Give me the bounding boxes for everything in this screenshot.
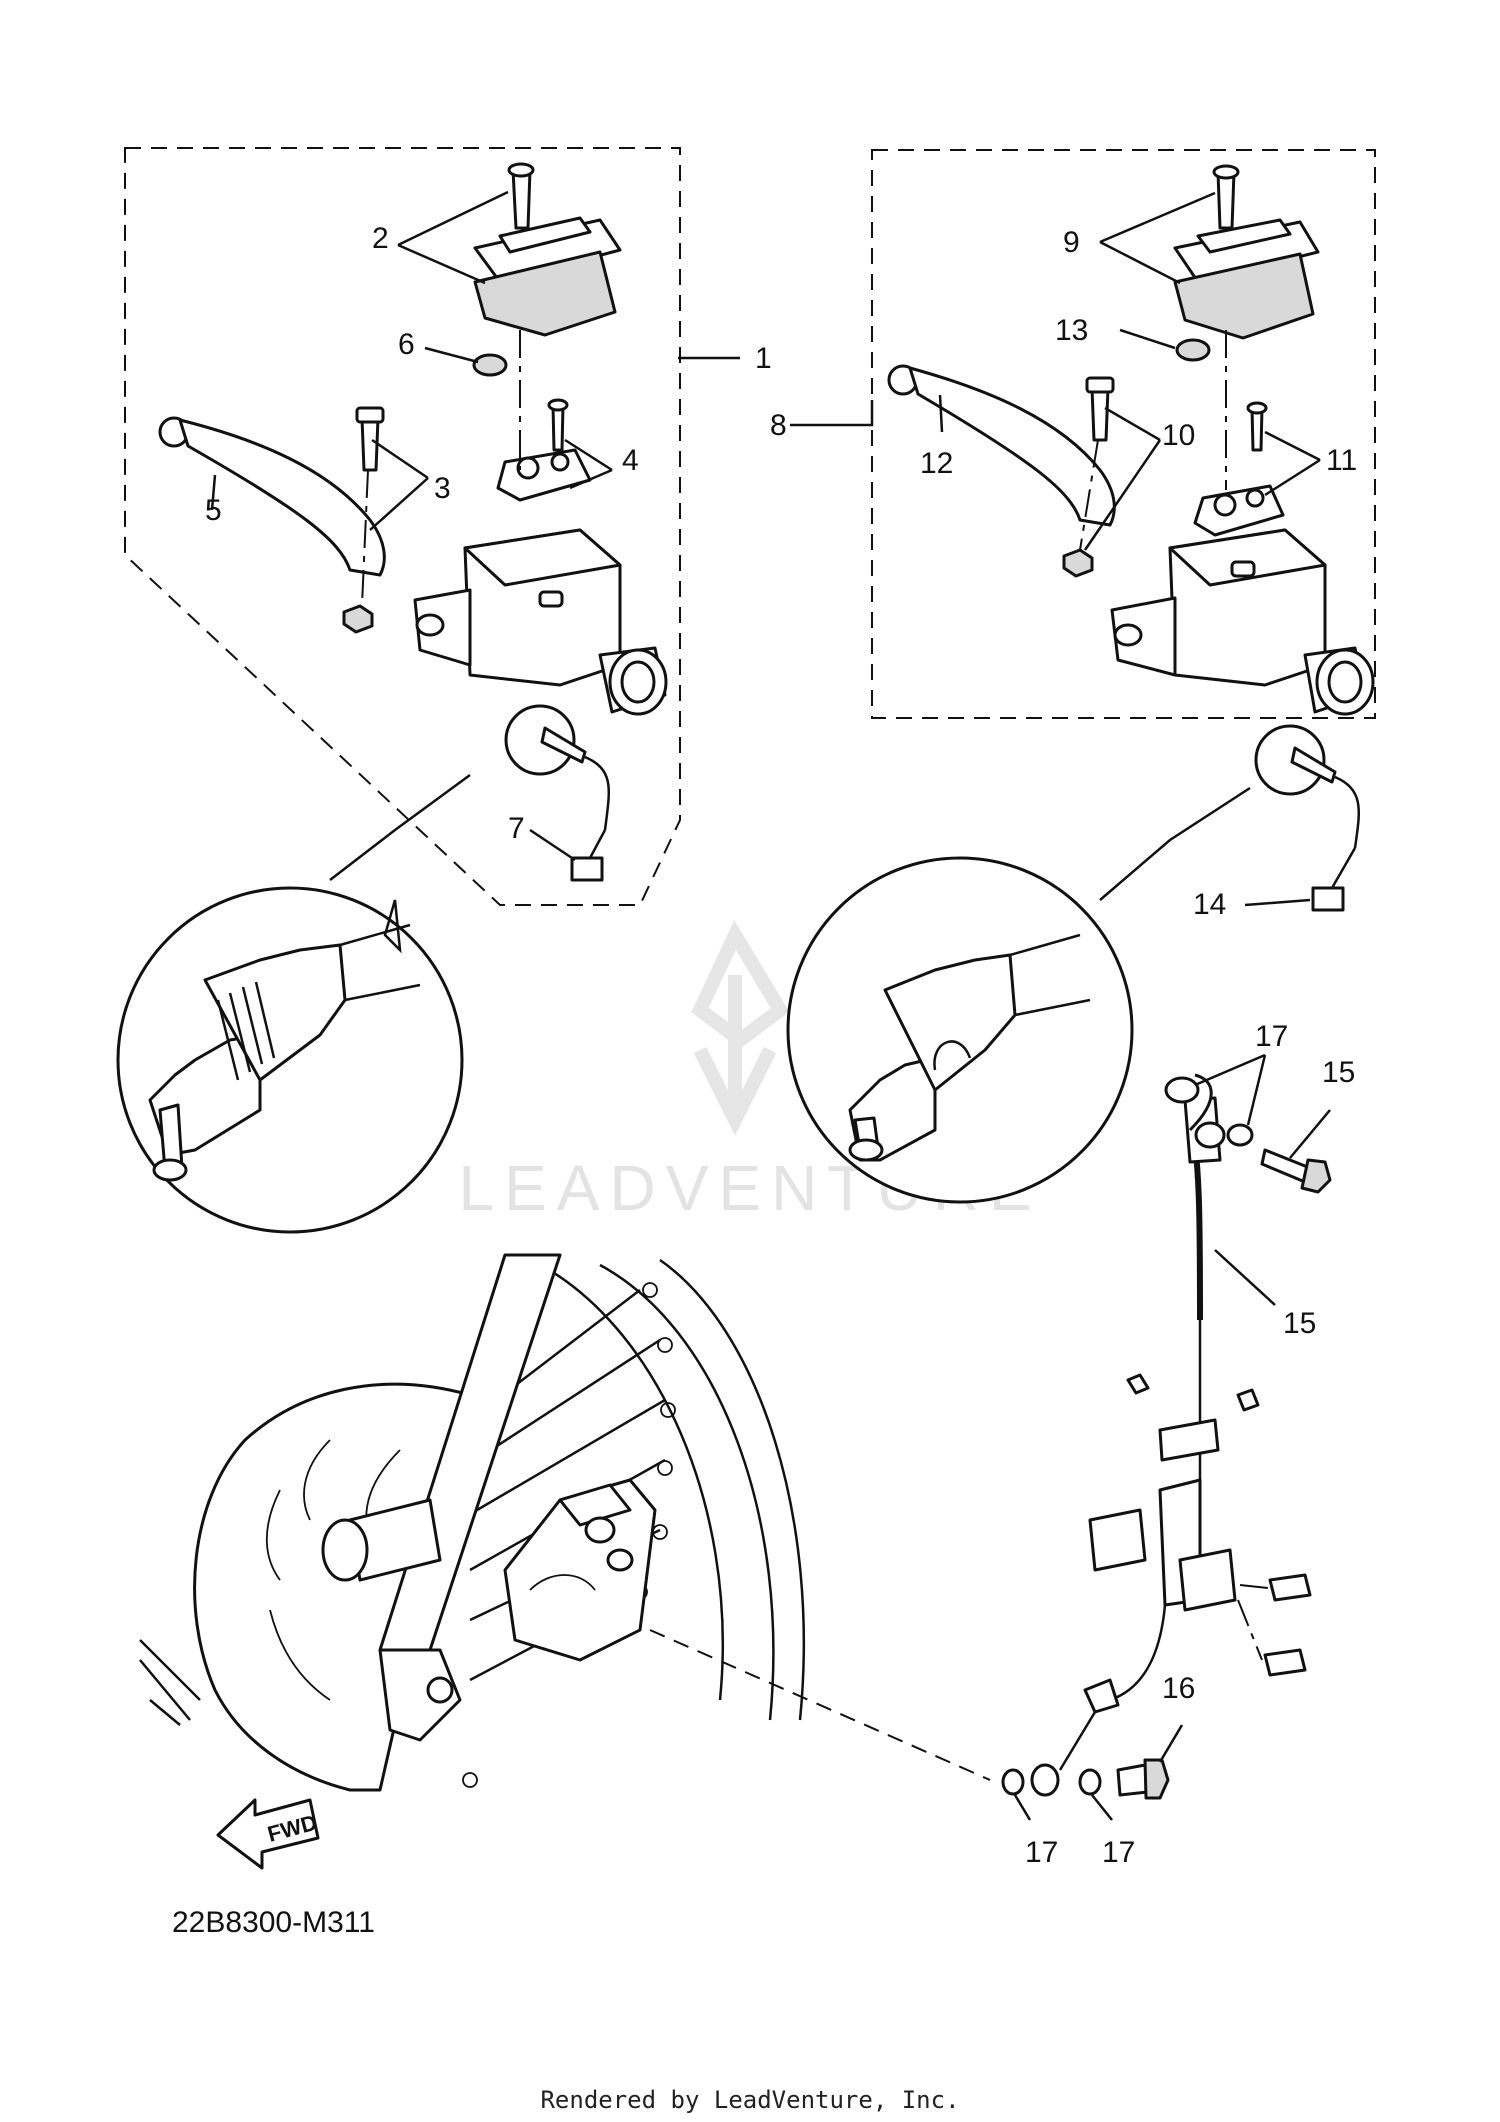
left-cap-screw: [507, 162, 535, 230]
right-assembly-boundary: [871, 149, 1376, 719]
left-reservoir-cap: [473, 216, 622, 337]
left-zoom-detail: [116, 886, 464, 1234]
callout-11: 11: [1326, 444, 1357, 477]
left-zoom-pointer: [329, 773, 471, 881]
callout-17-bottom-left: 17: [1025, 1836, 1058, 1869]
hose-clamp-brackets: [1088, 1508, 1312, 1677]
callout-10: 10: [1162, 419, 1195, 452]
callout-9: 9: [1063, 226, 1080, 259]
right-master-cylinder-body: [1110, 528, 1375, 716]
left-bolt-alignment: [361, 469, 369, 606]
fwd-arrow: FWD: [216, 1798, 320, 1870]
hose-upper-banjo: [1164, 1076, 1254, 1149]
callout-15: 15: [1283, 1307, 1316, 1340]
leader-lines: [210, 190, 1331, 1821]
callout-5: 5: [205, 494, 222, 527]
hose-clamp-bolts: [1126, 1373, 1260, 1412]
callout-6: 6: [398, 328, 415, 361]
left-master-cylinder-body: [413, 528, 668, 716]
left-brake-lever: [158, 416, 386, 577]
callout-7: 7: [508, 812, 525, 845]
callout-16-bottom: 16: [1162, 1672, 1195, 1705]
right-lever-nut: [1062, 548, 1094, 578]
left-lever-nut: [342, 604, 374, 634]
callout-2: 2: [372, 222, 389, 255]
lower-washers: [1001, 1768, 1102, 1796]
upper-banjo-bolt: [1260, 1148, 1332, 1194]
lower-banjo-bolt: [1116, 1758, 1170, 1800]
callout-13: 13: [1055, 314, 1088, 347]
fork-leg: [321, 1253, 562, 1742]
right-bolt-alignment: [1079, 439, 1099, 551]
footer-credit: Rendered by LeadVenture, Inc.: [540, 2086, 959, 2114]
right-zoom-detail: [786, 856, 1134, 1204]
left-holder: [496, 448, 592, 502]
caliper-to-banjo-leader: [649, 1629, 991, 1781]
brake-caliper: [503, 1478, 657, 1662]
callout-8: 8: [770, 409, 787, 442]
callout-17-top: 17: [1255, 1020, 1288, 1053]
right-brake-lever: [887, 364, 1116, 527]
right-holder: [1193, 484, 1285, 537]
callout-12: 12: [920, 447, 953, 480]
left-plug: [472, 353, 508, 377]
callout-4: 4: [622, 444, 639, 477]
left-brake-switch: [504, 704, 611, 882]
callout-labels: 2 1 6 3 4 5 7 8 9 13 10 11 12 14 17 15 1…: [205, 222, 1357, 1869]
right-cap-screw: [1212, 164, 1240, 230]
right-reservoir-cap: [1173, 218, 1320, 340]
left-holder-screws: [547, 398, 569, 452]
right-lever-bolt: [1085, 376, 1115, 442]
callout-14: 14: [1193, 888, 1226, 921]
right-plug: [1175, 338, 1211, 362]
diagram-code: 22B8300-M311: [172, 1906, 375, 1939]
right-holder-screws: [1246, 401, 1268, 452]
right-brake-switch: [1254, 724, 1361, 912]
left-lever-bolt: [355, 406, 385, 472]
front-wheel: [139, 1253, 806, 1788]
callout-1: 1: [755, 342, 772, 375]
callout-3: 3: [434, 472, 451, 505]
callout-16-top: 15: [1322, 1056, 1355, 1089]
left-assembly-boundary: [124, 147, 681, 906]
callout-17-bottom-right: 17: [1102, 1836, 1135, 1869]
right-zoom-pointer: [1099, 786, 1251, 901]
